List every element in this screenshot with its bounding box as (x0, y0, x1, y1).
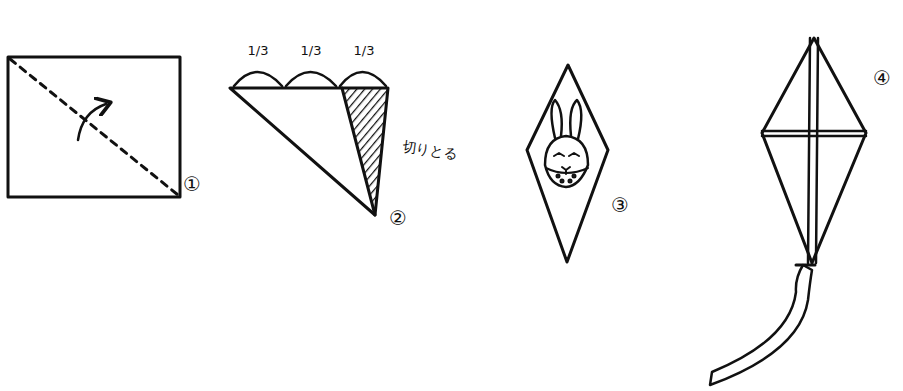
finished-kite (710, 38, 866, 385)
paper-square (8, 57, 180, 197)
step-number: ④ (873, 68, 891, 88)
step-number: ③ (611, 195, 629, 215)
fraction-label: 1/3 (248, 44, 269, 57)
diamond-with-rabbit (527, 65, 608, 262)
step-number: ① (183, 174, 201, 194)
fraction-label: 1/3 (354, 44, 375, 57)
fraction-label: 1/3 (301, 44, 322, 57)
folded-triangle (230, 72, 388, 215)
cut-note: 切りとる (401, 139, 458, 161)
step-number: ② (389, 208, 407, 228)
